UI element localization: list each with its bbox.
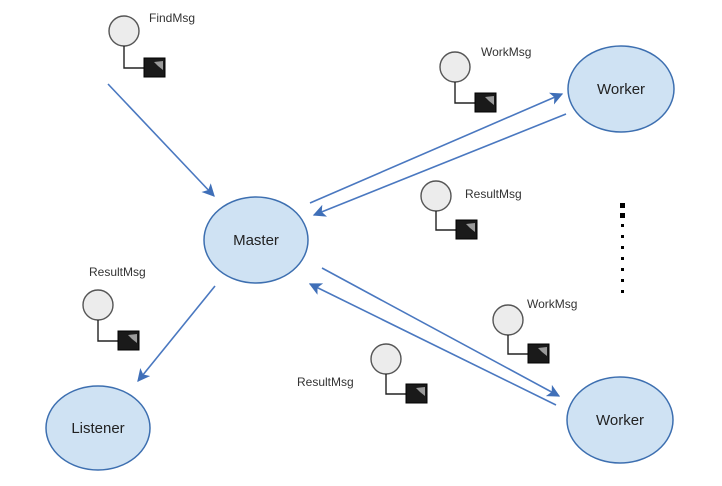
node-listener-label: Listener <box>71 420 124 437</box>
node-worker-bottom-label: Worker <box>596 412 644 429</box>
node-master-label: Master <box>233 232 279 249</box>
edge-master-to-listener <box>137 285 216 382</box>
edge-master-to-worker1 <box>309 92 564 204</box>
edge-find-to-master <box>107 83 215 197</box>
node-worker-top-label: Worker <box>597 81 645 98</box>
node-worker-bottom[interactable]: Worker <box>566 376 674 464</box>
edge-worker2-to-master <box>308 283 557 406</box>
edge-master-to-worker2 <box>321 267 561 397</box>
message-icon-workmsg-top <box>439 51 497 113</box>
message-label-workmsg-bottom: WorkMsg <box>527 297 577 311</box>
message-icon-resultmsg-top <box>420 180 478 240</box>
node-master[interactable]: Master <box>203 196 309 284</box>
message-icon-resultmsg-left <box>82 289 140 351</box>
node-worker-top[interactable]: Worker <box>567 45 675 133</box>
message-icon-resultmsg-bottom <box>370 343 428 404</box>
message-icon-findmsg <box>108 15 166 78</box>
message-label-workmsg-top: WorkMsg <box>481 45 531 59</box>
edge-worker1-to-master <box>312 113 567 217</box>
message-label-resultmsg-left: ResultMsg <box>89 265 146 279</box>
message-icon-workmsg-bottom <box>492 304 550 364</box>
message-label-findmsg: FindMsg <box>149 11 195 25</box>
more-workers-ellipsis <box>620 203 625 293</box>
message-label-resultmsg-bottom: ResultMsg <box>297 375 354 389</box>
node-listener[interactable]: Listener <box>45 385 151 471</box>
message-label-resultmsg-top: ResultMsg <box>465 187 522 201</box>
